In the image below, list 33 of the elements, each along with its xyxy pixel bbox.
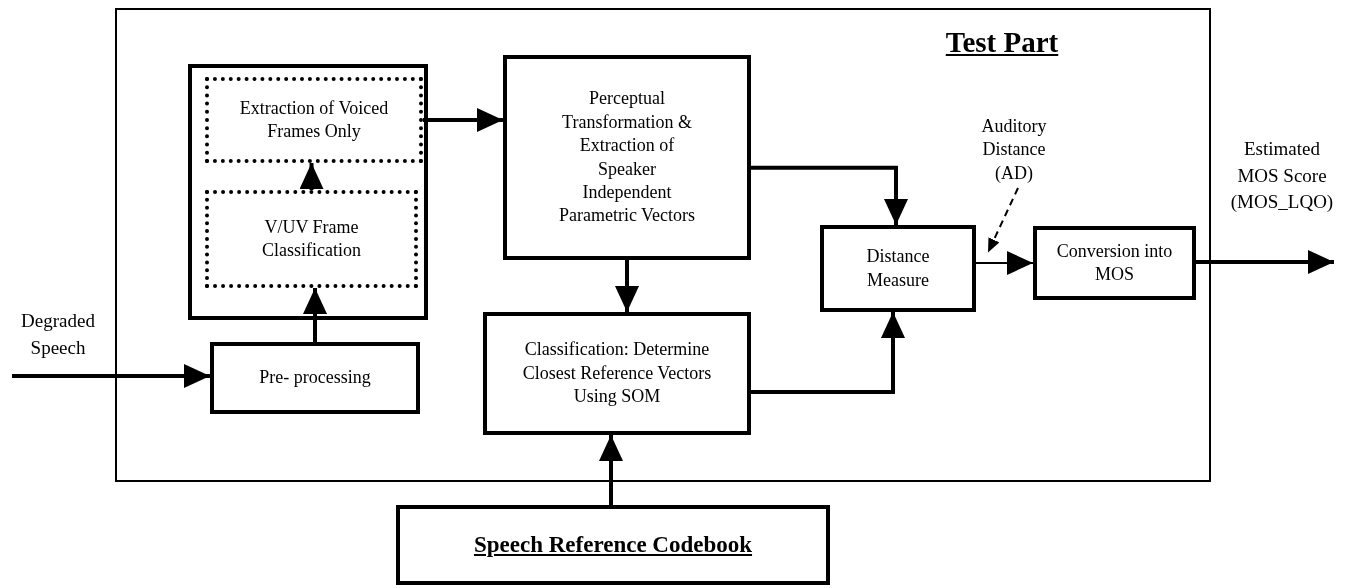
arrow <box>751 312 905 394</box>
box-label: Perceptual Transformation & Extraction of Speaker Independent Parametric Vectors <box>557 87 697 228</box>
process-box <box>483 312 751 435</box>
process-box <box>1033 226 1196 300</box>
box-label: Pre- processing <box>258 366 372 390</box>
process-box <box>503 55 751 260</box>
arrow <box>303 288 327 342</box>
codebook-box <box>396 505 830 585</box>
box-label: Extraction of Voiced Frames Only <box>238 96 390 143</box>
section-frame <box>115 8 1211 482</box>
arrow <box>1196 250 1334 274</box>
arrow <box>599 435 623 505</box>
dotted-process-box <box>205 77 423 163</box>
process-box <box>820 225 976 312</box>
signal-label: Estimated MOS Score (MOS_LQO) <box>1229 137 1335 215</box>
signal-label: Degraded Speech <box>20 309 96 360</box>
arrow <box>615 260 639 312</box>
process-box <box>210 342 420 414</box>
box-label: Conversion into MOS <box>1055 239 1174 286</box>
arrow <box>975 251 1034 275</box>
box-label: Distance Measure <box>865 245 931 292</box>
arrow <box>299 163 324 190</box>
annotation-label: Auditory Distance (AD) <box>980 114 1048 185</box>
arrow <box>751 165 908 225</box>
box-label: Classification: Determine Closest Reference Vectors Using SOM <box>521 338 713 409</box>
section-title: Test Part <box>944 26 1060 59</box>
dashed-arrow <box>987 187 1019 254</box>
box-label: Speech Reference Codebook <box>472 531 754 560</box>
dotted-process-box <box>205 190 418 288</box>
arrow <box>423 108 503 132</box>
arrow <box>12 364 210 388</box>
box-label: V/UV Frame Classification <box>261 215 362 262</box>
group-box <box>188 64 428 320</box>
